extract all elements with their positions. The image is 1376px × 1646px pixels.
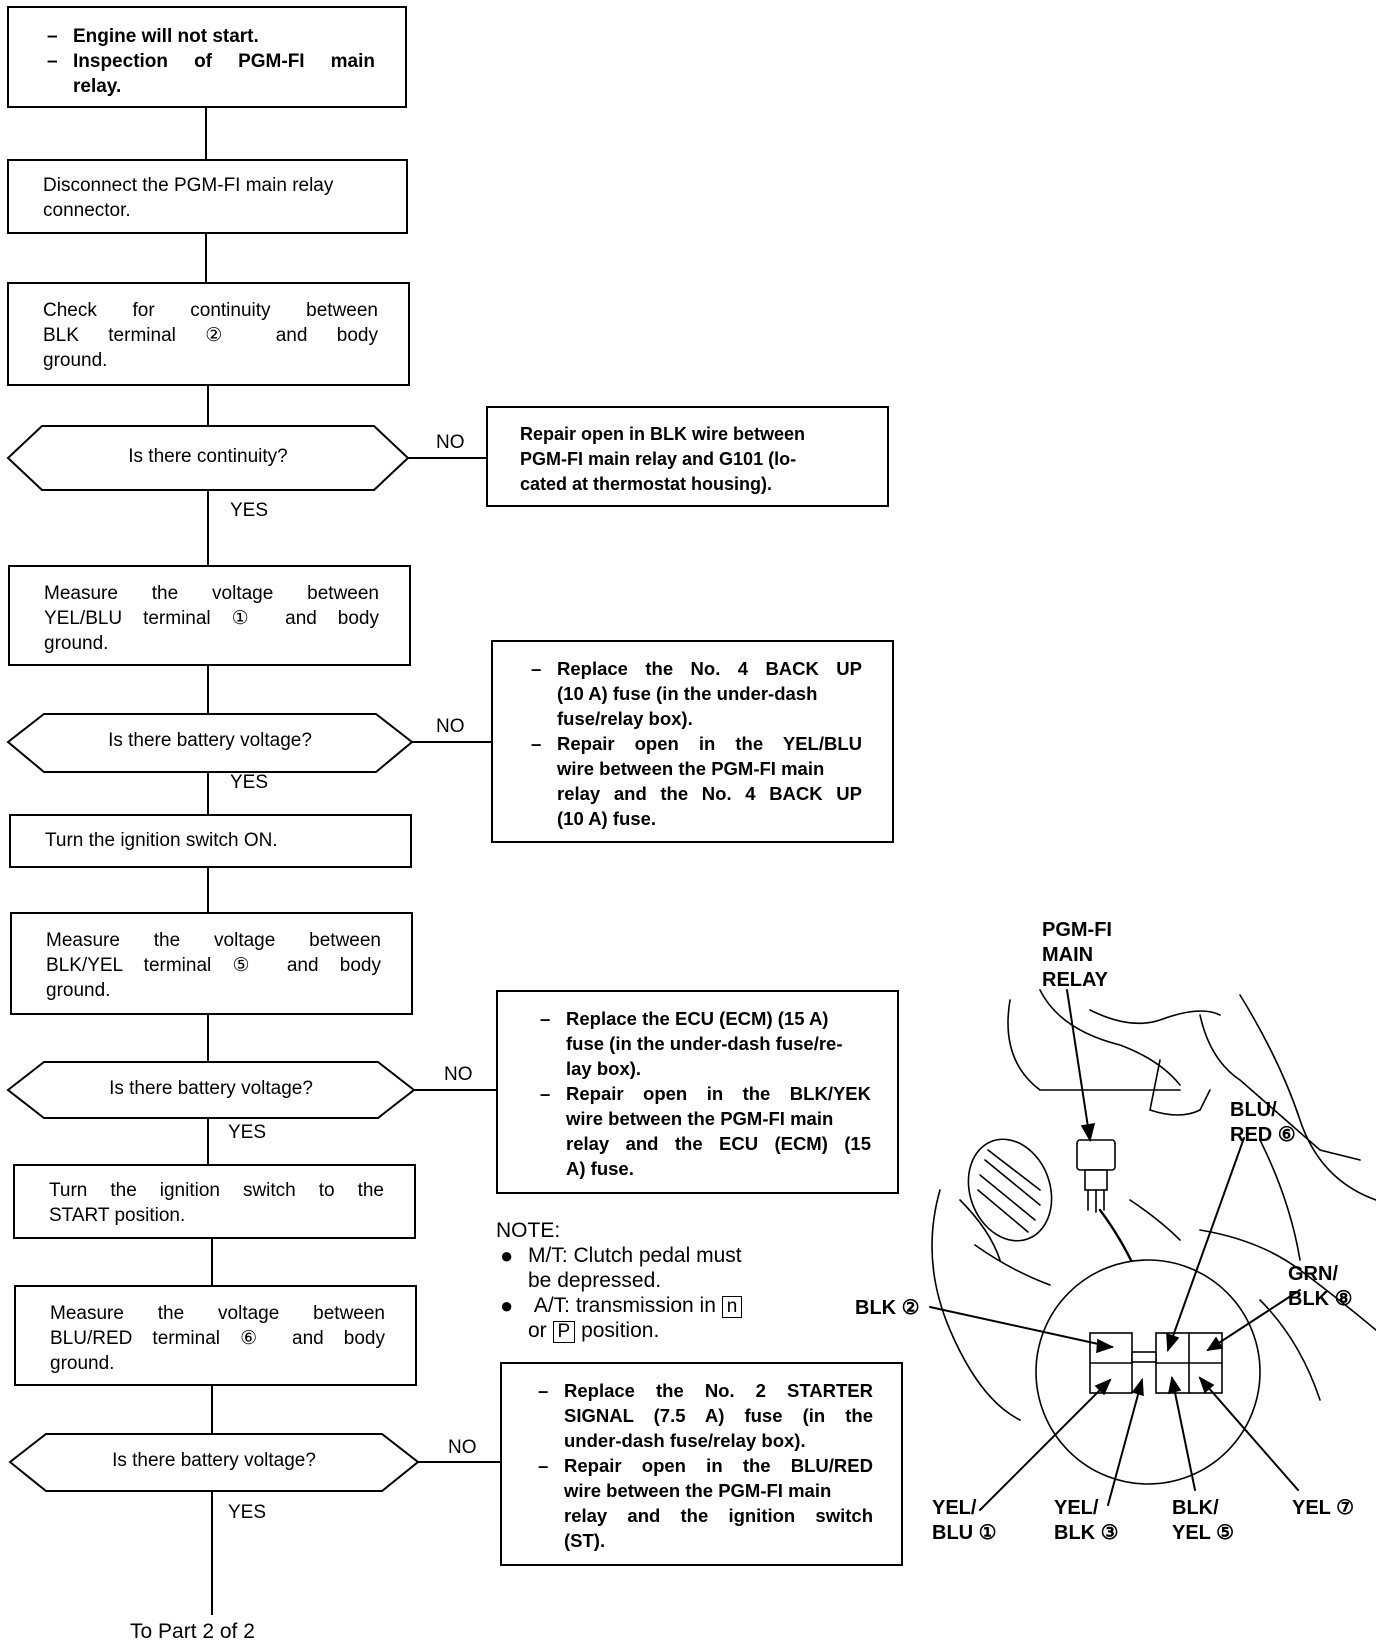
repair-ecu-item-1: Replace the ECU (ECM) (15 A) fuse (in th… xyxy=(538,1006,871,1081)
step-measure-blkyel-line-3: ground. xyxy=(46,980,111,1001)
step-continuity-line-3: ground. xyxy=(43,350,108,371)
to-part-2-label: To Part 2 of 2 xyxy=(130,1620,255,1643)
step-ignition-on-box: Turn the ignition switch ON. xyxy=(9,814,412,868)
step-continuity-box: Check for continuity between BLK termina… xyxy=(7,282,410,386)
dash-outline-13 xyxy=(1259,1139,1301,1261)
step-measure-blured-line-3: ground. xyxy=(50,1353,115,1374)
step-measure-blured-line-2: BLU/RED terminal ⑥ and body xyxy=(50,1328,385,1349)
no-label-4: NO xyxy=(448,1437,477,1458)
repair-starter-item-2: Repair open in the BLU/RED wire between … xyxy=(536,1453,873,1553)
repair-starter-box: Replace the No. 2 STARTER SIGNAL (7.5 A)… xyxy=(500,1362,903,1566)
bullet-icon: ● xyxy=(500,1243,514,1268)
step-measure-blkyel-line-1: Measure the voltage between xyxy=(46,930,381,951)
dash-outline-4 xyxy=(1199,1014,1361,1161)
start-box: Engine will not start. Inspection of PGM… xyxy=(7,6,407,108)
label-grn-blk-8: GRN/ BLK ⑧ xyxy=(1288,1263,1353,1310)
no-label-3: NO xyxy=(444,1064,473,1085)
yes-label-3: YES xyxy=(228,1122,267,1143)
note-mt: ● M/T: Clutch pedal must be depressed. xyxy=(500,1243,742,1292)
no-label-2: NO xyxy=(436,716,465,737)
decision-battery-2: Is there battery voltage? xyxy=(109,1078,313,1099)
step-disconnect-box: Disconnect the PGM-FI main relay connect… xyxy=(7,159,408,234)
vent-icon xyxy=(967,1138,1053,1242)
decision-battery-1: Is there battery voltage? xyxy=(108,730,312,751)
step-ignition-on-text: Turn the ignition switch ON. xyxy=(45,830,278,851)
repair-blk-line-1: Repair open in BLK wire between xyxy=(520,424,806,444)
repair-backup-item-1: Replace the No. 4 BACK UP (10 A) fuse (i… xyxy=(529,656,862,731)
dash-outline-8 xyxy=(959,1199,1001,1261)
repair-ecu-box: Replace the ECU (ECM) (15 A) fuse (in th… xyxy=(496,990,899,1194)
dash-outline-6 xyxy=(1149,1059,1211,1116)
decision-battery-2-shape xyxy=(6,1061,416,1119)
step-measure-yelblu-line-3: ground. xyxy=(44,633,109,654)
dash-outline-14 xyxy=(1129,1199,1181,1241)
label-blu-red-6: BLU/ RED ⑥ xyxy=(1230,1099,1296,1146)
repair-blk-line-3: cated at thermostat housing). xyxy=(520,474,773,494)
label-yel-7: YEL ⑦ xyxy=(1292,1497,1355,1519)
step-disconnect-line-2: connector. xyxy=(43,200,131,221)
repair-backup-box: Replace the No. 4 BACK UP (10 A) fuse (i… xyxy=(491,640,894,843)
repair-backup-item-2: Repair open in the YEL/BLU wire between … xyxy=(529,731,862,831)
decision-continuity-shape xyxy=(6,425,410,491)
dash-outline-3 xyxy=(1089,1009,1221,1025)
step-continuity-line-1: Check for continuity between xyxy=(43,300,378,321)
start-item-1: Engine will not start. xyxy=(45,24,375,49)
dash-outline-1 xyxy=(1007,999,1181,1091)
step-measure-blured-line-1: Measure the voltage between xyxy=(50,1303,385,1324)
dash-outline-11 xyxy=(1259,1299,1321,1401)
step-measure-blured-box: Measure the voltage between BLU/RED term… xyxy=(14,1285,417,1386)
note-at-box-n: n xyxy=(721,1296,743,1318)
label-blk-yel-5: BLK/ YEL ⑤ xyxy=(1172,1497,1235,1544)
step-measure-blkyel-box: Measure the voltage between BLK/YEL term… xyxy=(10,912,413,1015)
yes-label-2: YES xyxy=(230,772,269,793)
step-ignition-start-box: Turn the ignition switch to the START po… xyxy=(13,1164,416,1239)
decision-battery-1-shape xyxy=(6,713,414,773)
magnify-circle xyxy=(1035,1259,1261,1485)
step-ignition-start-line-1: Turn the ignition switch to the xyxy=(49,1180,384,1201)
yes-label-1: YES xyxy=(230,500,269,521)
dash-outline-5 xyxy=(1239,994,1376,1201)
label-yel-blu-1: YEL/ BLU ① xyxy=(932,1497,997,1544)
step-measure-yelblu-line-2: YEL/BLU terminal ① and body xyxy=(44,608,379,629)
label-yel-blk-3: YEL/ BLK ③ xyxy=(1054,1497,1119,1544)
bullet-icon: ● xyxy=(500,1293,514,1318)
step-disconnect-line-1: Disconnect the PGM-FI main relay xyxy=(43,175,334,196)
label-blk-2: BLK ② xyxy=(855,1297,920,1319)
step-continuity-line-2: BLK terminal ② and body xyxy=(43,325,378,346)
decision-battery-3-shape xyxy=(8,1433,420,1492)
dash-outline-9 xyxy=(974,1244,1051,1286)
decision-battery-3: Is there battery voltage? xyxy=(112,1450,316,1471)
relay-body-icon xyxy=(1076,1139,1116,1171)
dash-outline-2 xyxy=(1039,989,1181,1086)
decision-continuity: Is there continuity? xyxy=(128,446,288,467)
step-measure-yelblu-line-1: Measure the voltage between xyxy=(44,583,379,604)
repair-ecu-item-2: Repair open in the BLK/YEK wire between … xyxy=(538,1081,871,1181)
note-block: NOTE: ● M/T: Clutch pedal must be depres… xyxy=(496,1218,836,1343)
step-measure-yelblu-box: Measure the voltage between YEL/BLU term… xyxy=(8,565,411,666)
yes-label-4: YES xyxy=(228,1502,267,1523)
repair-starter-item-1: Replace the No. 2 STARTER SIGNAL (7.5 A)… xyxy=(536,1378,873,1453)
repair-blk-line-2: PGM-FI main relay and G101 (lo- xyxy=(520,449,797,469)
note-at: ● A/T: transmission in n or P position. xyxy=(496,1293,836,1343)
no-label-1: NO xyxy=(436,432,465,453)
note-title: NOTE: xyxy=(496,1219,561,1242)
relay-label: PGM-FI MAIN RELAY xyxy=(1042,919,1112,991)
dash-outline-10 xyxy=(1199,1229,1376,1331)
dash-outline-7 xyxy=(931,1189,1021,1421)
repair-blk-box: Repair open in BLK wire between PGM-FI m… xyxy=(486,406,889,507)
step-ignition-start-line-2: START position. xyxy=(49,1205,186,1226)
step-measure-blkyel-line-2: BLK/YEL terminal ⑤ and body xyxy=(46,955,381,976)
note-at-box-p: P xyxy=(552,1321,576,1343)
